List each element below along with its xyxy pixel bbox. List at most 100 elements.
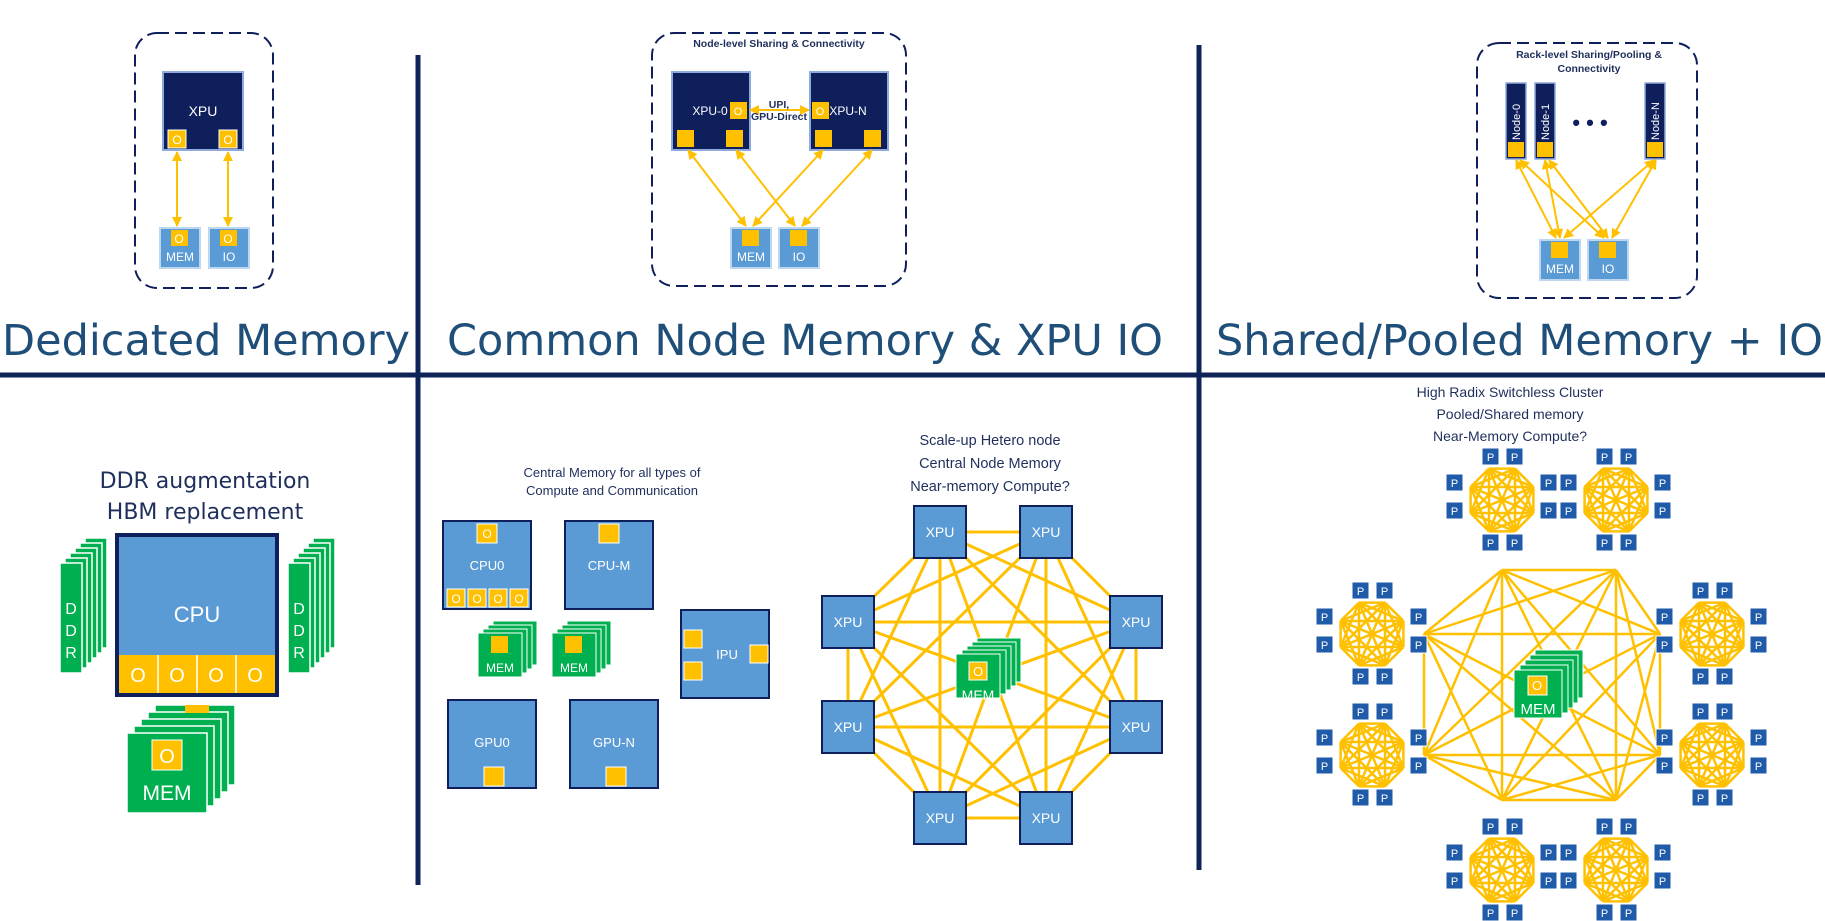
cluster-link	[1627, 856, 1649, 902]
cluster-link	[1384, 646, 1405, 667]
svg-text:Near-Memory Compute?: Near-Memory Compute?	[1433, 428, 1587, 444]
p-label: P	[1451, 848, 1458, 860]
node-level-panel: Node-level Sharing & Connectivity XPU-0 …	[651, 32, 907, 287]
cluster-link	[1584, 485, 1648, 515]
cluster-link	[1584, 837, 1630, 859]
cluster-link	[1584, 467, 1630, 489]
cluster-link	[1514, 837, 1535, 858]
mesh-link	[847, 530, 1047, 624]
cluster-link	[1724, 767, 1745, 788]
svg-text:Compute and Communication: Compute and Communication	[526, 483, 698, 498]
p-node	[1445, 871, 1464, 890]
switchless-cluster-panel: High Radix Switchless Cluster Pooled/Sha…	[1315, 384, 1768, 921]
cluster-link	[1384, 767, 1405, 788]
p-label: P	[1415, 640, 1422, 652]
cluster-link	[1583, 882, 1604, 903]
p-node	[1595, 533, 1614, 552]
cluster-link	[1602, 837, 1648, 859]
xpu-label: XPU	[1032, 524, 1061, 540]
p-label: P	[1415, 733, 1422, 745]
p-node	[1653, 473, 1672, 492]
mesh-link	[1615, 754, 1661, 801]
p-node	[1559, 871, 1578, 890]
p-label: P	[1755, 733, 1762, 745]
p-node	[1481, 903, 1500, 921]
p-node	[1749, 635, 1768, 654]
p-node	[1619, 533, 1638, 552]
mesh-link	[1422, 633, 1504, 801]
p-label: P	[1625, 538, 1632, 550]
svg-text:O: O	[247, 665, 263, 687]
mesh-link	[1044, 531, 1138, 728]
svg-text:High Radix Switchless Cluster: High Radix Switchless Cluster	[1417, 384, 1604, 400]
cluster-link	[1583, 512, 1604, 533]
port-label: O	[493, 592, 502, 606]
header-dedicated-memory: Dedicated Memory	[2, 316, 410, 366]
svg-text:O: O	[223, 133, 232, 147]
p-label: P	[1565, 506, 1572, 518]
cluster-link	[1358, 741, 1405, 788]
svg-text:O: O	[223, 232, 232, 246]
svg-text:CPU-M: CPU-M	[588, 558, 631, 573]
p-label: P	[1661, 761, 1668, 773]
cluster-link	[1602, 467, 1648, 489]
p-label: P	[1357, 672, 1364, 684]
mesh-link	[1423, 569, 1503, 635]
mesh-link	[1423, 569, 1617, 756]
cluster-link	[1340, 740, 1404, 770]
svg-text:Central Memory for all types o: Central Memory for all types of	[523, 465, 700, 480]
svg-text:GPU-N: GPU-N	[593, 735, 635, 750]
p-node	[1653, 871, 1672, 890]
p-node	[1445, 473, 1464, 492]
svg-text:Scale-up Hetero node: Scale-up Hetero node	[919, 433, 1060, 449]
svg-text:MEM: MEM	[486, 661, 514, 675]
p-node	[1655, 607, 1674, 626]
port	[509, 588, 529, 608]
cluster-link	[1470, 855, 1534, 885]
p-node	[1481, 533, 1500, 552]
svg-text:MEM: MEM	[1546, 262, 1574, 276]
p-label: P	[1659, 848, 1666, 860]
p-label: P	[1415, 612, 1422, 624]
mesh-link	[846, 531, 942, 728]
p-node	[1691, 667, 1710, 686]
cluster-link	[1358, 722, 1404, 744]
mesh-link	[846, 530, 1048, 729]
p-node	[1715, 702, 1734, 721]
cluster-link	[1339, 646, 1360, 667]
cluster-link	[1698, 620, 1745, 667]
p-node	[1749, 756, 1768, 775]
svg-text:MEM: MEM	[962, 687, 995, 703]
cluster-link	[1628, 837, 1649, 858]
p-label: P	[1511, 452, 1518, 464]
p-label: P	[1625, 908, 1632, 920]
cluster-link	[1724, 601, 1745, 622]
p-label: P	[1381, 586, 1388, 598]
ddr-augmentation-panel: DDR augmentation HBM replacement D D R D…	[59, 469, 336, 814]
cluster-link	[1723, 741, 1745, 787]
port-label: O	[472, 592, 481, 606]
p-node	[1715, 788, 1734, 807]
xpu-label: XPU	[834, 614, 863, 630]
p-node	[1351, 581, 1370, 600]
p-label: P	[1697, 793, 1704, 805]
cluster-link	[1628, 467, 1649, 488]
svg-text:DDR augmentation: DDR augmentation	[100, 469, 311, 494]
cluster-link	[1698, 722, 1744, 744]
svg-text:Near-memory Compute?: Near-memory Compute?	[910, 479, 1070, 495]
p-node	[1315, 635, 1334, 654]
p-label: P	[1357, 586, 1364, 598]
p-label: P	[1487, 908, 1494, 920]
p-label: P	[1451, 478, 1458, 490]
xpu-label: XPU	[926, 810, 955, 826]
mem-stack-small-1: MEM	[477, 620, 538, 678]
p-node	[1445, 843, 1464, 862]
mem-stack-small-2: MEM	[551, 620, 612, 678]
p-node	[1559, 473, 1578, 492]
cluster-link	[1680, 722, 1726, 744]
cluster-link	[1339, 602, 1361, 648]
p-node	[1409, 728, 1428, 747]
p-label: P	[1565, 478, 1572, 490]
